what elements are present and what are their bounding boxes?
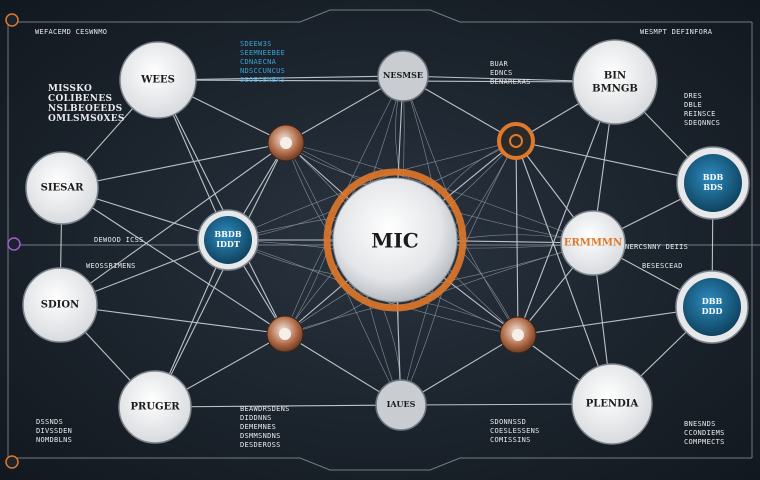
indicator-left-bottom [5, 455, 19, 469]
node-bottom-left-label: PRUGER [130, 402, 180, 413]
node-right-mid-label: ERMMMN [564, 238, 622, 249]
node-bottom-right-label: PLENDIA [586, 399, 639, 410]
connection-line [157, 75, 404, 81]
annotation-bottom-mid: BEAWDRSDENS DIDDNNS DEMEMNES DSMMSNDNS D… [240, 405, 290, 449]
center-node[interactable]: MIC [323, 168, 467, 312]
node-left-low[interactable]: SDION [22, 267, 98, 343]
indicator-left-top [5, 13, 19, 27]
node-bottom-left[interactable]: PRUGER [118, 370, 192, 444]
connection-line [59, 142, 287, 306]
node-copper-top-left[interactable] [267, 124, 305, 162]
connection-line [59, 304, 286, 335]
connection-line [515, 140, 613, 405]
annotation-right-mid: NERCSNNY DEIIS [625, 243, 689, 251]
node-bottom-center-label: IAUES [387, 399, 416, 409]
connection-line [515, 140, 519, 336]
connection-line [157, 79, 286, 335]
annotation-top-right: BUAR EDNCS BENAREXAS [490, 60, 531, 86]
annotation-far-right-top: DRES DBLE REINSCE SDEQNNCS [684, 92, 721, 127]
node-left-mid-label: SIESAR [41, 183, 85, 194]
annotation-left-block: MISSKO COLIBENES NSLBEOEEDS OMLSMS0XES [48, 84, 125, 124]
annotation-top-mid: SDEEW3S SEEMNEEBEE CDNAECNA NDSCCUNCUS S… [240, 40, 286, 84]
node-bottom-center[interactable]: IAUES [375, 379, 427, 431]
node-copper-bottom-left[interactable] [266, 315, 304, 353]
annotation-right-mid-2: BESESCEAD [642, 262, 683, 270]
node-bottom-right[interactable]: PLENDIA [571, 363, 653, 445]
node-copper-bottom-right[interactable] [499, 316, 537, 354]
annotation-bottom-right: SDONNSSD COESLESSENS COMISSINS [490, 418, 540, 444]
indicator-left-mid [7, 237, 21, 251]
node-orange-top-right[interactable] [497, 122, 535, 160]
node-right-mid[interactable]: ERMMMN [560, 210, 626, 276]
annotation-far-right-bottom: BNESNDS CCONDIEMS COMPMECTS [684, 420, 725, 446]
connection-line [61, 142, 287, 189]
node-left-mid[interactable]: SIESAR [25, 151, 99, 225]
connection-line [154, 142, 287, 408]
header-left-label: WEFACEMD CESWNMO [35, 28, 108, 36]
header-right-label: WESMPT DEFINFORA [640, 28, 713, 36]
connection-line [154, 404, 402, 408]
center-label: MIC [371, 229, 418, 253]
annotation-left-mid-2: WEOSSRIMENS [86, 262, 136, 270]
node-top-center[interactable]: NESMSE [377, 50, 429, 102]
annotation-left-mid: DEWOOD ICSS [94, 236, 144, 244]
node-top-center-label: NESMSE [383, 70, 423, 80]
node-top-left[interactable]: WEES [119, 41, 197, 119]
node-left-low-label: SDION [41, 300, 79, 311]
node-top-left-label: WEES [140, 75, 175, 86]
annotation-bottom-left: DSSNDS DIVSSDEN NOMDBLNS [36, 418, 73, 444]
